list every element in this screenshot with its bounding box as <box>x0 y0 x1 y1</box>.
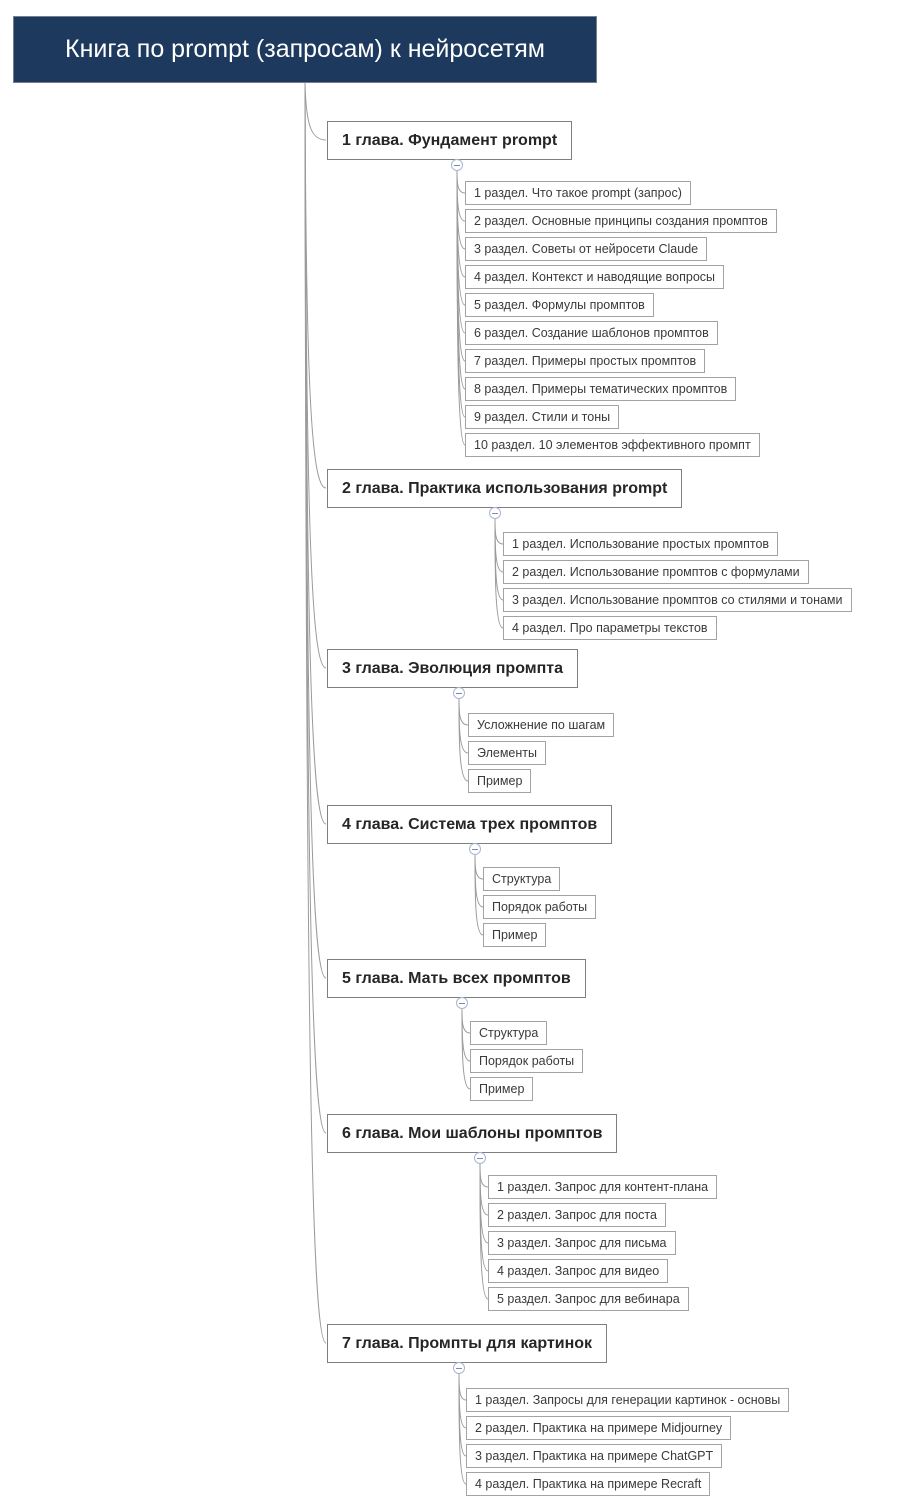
section-node[interactable]: 3 раздел. Советы от нейросети Claude <box>465 237 708 261</box>
connector-line <box>494 518 504 573</box>
section-node[interactable]: 3 раздел. Использование промптов со стил… <box>503 588 852 612</box>
chapter-node-4[interactable]: 4 глава. Система трех промптов <box>327 805 613 844</box>
section-node[interactable]: 8 раздел. Примеры тематических промптов <box>465 377 737 401</box>
chapter-node-3[interactable]: 3 глава. Эволюция промпта <box>327 649 578 688</box>
minus-icon <box>472 848 478 850</box>
section-node[interactable]: 2 раздел. Запрос для поста <box>488 1203 666 1227</box>
collapse-button[interactable] <box>453 1362 465 1374</box>
section-node[interactable]: 2 раздел. Практика на примере Midjourney <box>466 1416 732 1440</box>
connector-line <box>474 854 484 880</box>
connector-line <box>458 1373 467 1401</box>
section-node[interactable]: 1 раздел. Запросы для генерации картинок… <box>466 1388 790 1412</box>
section-node[interactable]: 3 раздел. Практика на примере ChatGPT <box>466 1444 723 1468</box>
section-node[interactable]: 10 раздел. 10 элементов эффективного про… <box>465 433 760 457</box>
connector-line <box>479 1163 489 1216</box>
connector-line <box>458 698 469 754</box>
collapse-button[interactable] <box>474 1152 486 1164</box>
collapse-button[interactable] <box>456 997 468 1009</box>
root-topic[interactable]: Книга по prompt (запросам) к нейросетям <box>13 16 597 83</box>
collapse-button[interactable] <box>489 507 501 519</box>
section-node[interactable]: 4 раздел. Практика на примере Recraft <box>466 1472 711 1496</box>
section-node[interactable]: 5 раздел. Запрос для вебинара <box>488 1287 689 1311</box>
connector-line <box>304 82 327 141</box>
chapter-node-1[interactable]: 1 глава. Фундамент prompt <box>327 121 573 160</box>
section-node[interactable]: 4 раздел. Про параметры текстов <box>503 616 717 640</box>
chapter-node-2[interactable]: 2 глава. Практика использования prompt <box>327 469 683 508</box>
section-node[interactable]: Структура <box>483 867 561 891</box>
section-node[interactable]: Пример <box>470 1077 534 1101</box>
connector-line <box>456 170 466 222</box>
section-node[interactable]: 2 раздел. Использование промптов с форму… <box>503 560 809 584</box>
connector-line <box>474 854 484 936</box>
connector-line <box>304 82 327 489</box>
connector-line <box>456 170 466 446</box>
connector-line <box>458 1373 467 1429</box>
section-node[interactable]: 2 раздел. Основные принципы создания про… <box>465 209 777 233</box>
section-node[interactable]: Порядок работы <box>483 895 597 919</box>
minus-icon <box>477 1157 483 1159</box>
section-node[interactable]: Порядок работы <box>470 1049 584 1073</box>
section-node[interactable]: 1 раздел. Запрос для контент-плана <box>488 1175 718 1199</box>
connector-line <box>458 1373 467 1485</box>
section-node[interactable]: Элементы <box>468 741 546 765</box>
collapse-button[interactable] <box>453 687 465 699</box>
section-node[interactable]: 4 раздел. Запрос для видео <box>488 1259 669 1283</box>
connector-line <box>304 82 327 1134</box>
connector-line <box>494 518 504 545</box>
connector-line <box>458 698 469 726</box>
connector-line <box>461 1008 471 1090</box>
connector-line <box>479 1163 489 1300</box>
section-node[interactable]: Структура <box>470 1021 548 1045</box>
chapter-node-6[interactable]: 6 глава. Мои шаблоны промптов <box>327 1114 618 1153</box>
connector-line <box>461 1008 471 1062</box>
minus-icon <box>456 692 462 694</box>
collapse-button[interactable] <box>451 159 463 171</box>
section-node[interactable]: 4 раздел. Контекст и наводящие вопросы <box>465 265 725 289</box>
section-node[interactable]: 9 раздел. Стили и тоны <box>465 405 620 429</box>
minus-icon <box>459 1002 465 1004</box>
chapter-node-7[interactable]: 7 глава. Промпты для картинок <box>327 1324 608 1363</box>
connector-line <box>461 1008 471 1034</box>
section-node[interactable]: 7 раздел. Примеры простых промптов <box>465 349 706 373</box>
connector-line <box>479 1163 489 1188</box>
collapse-button[interactable] <box>469 843 481 855</box>
section-node[interactable]: Пример <box>468 769 532 793</box>
connector-line <box>304 82 327 1344</box>
connector-line <box>456 170 466 194</box>
minus-icon <box>454 164 460 166</box>
section-node[interactable]: 6 раздел. Создание шаблонов промптов <box>465 321 718 345</box>
connector-line <box>494 518 504 629</box>
section-node[interactable]: 1 раздел. Что такое prompt (запрос) <box>465 181 691 205</box>
section-node[interactable]: Усложнение по шагам <box>468 713 615 737</box>
minus-icon <box>456 1367 462 1369</box>
connector-line <box>458 698 469 782</box>
section-node[interactable]: 5 раздел. Формулы промптов <box>465 293 654 317</box>
section-node[interactable]: 1 раздел. Использование простых промптов <box>503 532 779 556</box>
section-node[interactable]: Пример <box>483 923 547 947</box>
minus-icon <box>492 512 498 514</box>
section-node[interactable]: 3 раздел. Запрос для письма <box>488 1231 676 1255</box>
connector-line <box>474 854 484 908</box>
chapter-node-5[interactable]: 5 глава. Мать всех промптов <box>327 959 586 998</box>
